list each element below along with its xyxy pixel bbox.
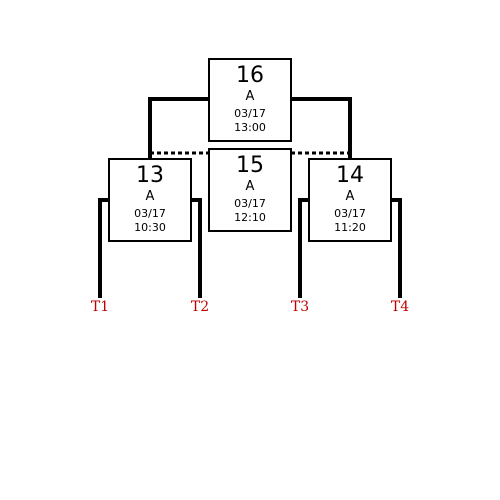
match-number: 14: [336, 163, 364, 188]
match-time: 12:10: [234, 211, 266, 224]
match-group: A: [145, 189, 155, 204]
match-time: 13:00: [234, 121, 266, 134]
match-date: 03/17: [234, 107, 266, 120]
match-14-box[interactable]: 14 A 03/17 11:20: [308, 158, 392, 242]
match-16-box[interactable]: 16 A 03/17 13:00: [208, 58, 292, 142]
bracket-line-14-to-16: [291, 97, 352, 158]
match-number: 15: [236, 153, 264, 178]
team-label-t1: T1: [90, 299, 110, 315]
match-date: 03/17: [334, 207, 366, 220]
match-number: 13: [136, 163, 164, 188]
team-label-t2: T2: [190, 299, 210, 315]
match-date: 03/17: [234, 197, 266, 210]
bracket-line-13-to-16: [148, 97, 209, 158]
match-group: A: [245, 89, 255, 104]
match-time: 10:30: [134, 221, 166, 234]
match-13-box[interactable]: 13 A 03/17 10:30: [108, 158, 192, 242]
team-line-t4: [391, 198, 402, 298]
team-label-t4: T4: [390, 299, 410, 315]
match-date: 03/17: [134, 207, 166, 220]
match-number: 16: [236, 63, 264, 88]
match-15-box[interactable]: 15 A 03/17 12:10: [208, 148, 292, 232]
team-label-t3: T3: [290, 299, 310, 315]
team-line-t3: [298, 198, 309, 298]
match-time: 11:20: [334, 221, 366, 234]
match-group: A: [245, 179, 255, 194]
team-line-t2: [191, 198, 202, 298]
team-line-t1: [98, 198, 109, 298]
match-group: A: [345, 189, 355, 204]
